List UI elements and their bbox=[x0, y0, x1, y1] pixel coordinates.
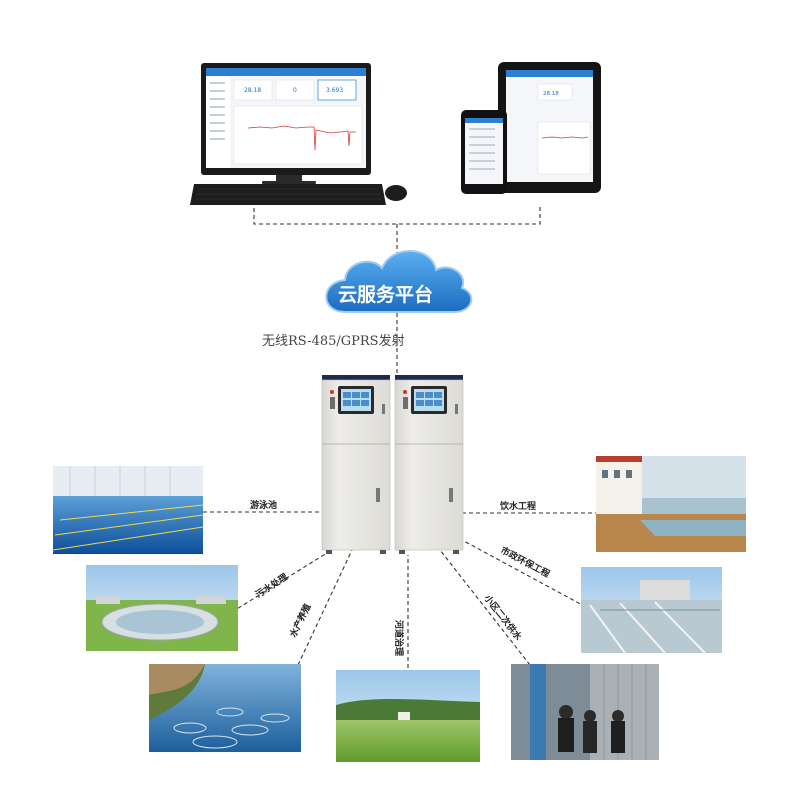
monitor-neck bbox=[276, 175, 302, 181]
keyboard bbox=[190, 184, 386, 205]
transmission-label: 无线RS-485/GPRS发射 bbox=[262, 333, 405, 349]
cabinet-right-handle-lower bbox=[449, 488, 453, 502]
line-sewage bbox=[231, 547, 336, 613]
keyboard-keys bbox=[196, 188, 381, 200]
mobile-devices: 28.18 bbox=[461, 62, 601, 194]
desktop-computer: 28.18 0 3.693 bbox=[190, 63, 407, 205]
screen-header-bar bbox=[206, 68, 366, 76]
label-swimming-pool: 游泳池 bbox=[250, 499, 277, 511]
photo-municipal-plant bbox=[581, 567, 722, 654]
tablet-chart-line bbox=[541, 136, 589, 139]
value-card-1 bbox=[233, 79, 273, 101]
line-secondary-supply bbox=[439, 549, 531, 666]
mouse bbox=[385, 185, 407, 201]
photo-drinking-water bbox=[596, 456, 746, 552]
screen-chart-line bbox=[247, 125, 356, 151]
label-drinking-water-project: 饮水工程 bbox=[499, 500, 536, 512]
phone-screen bbox=[465, 118, 503, 184]
cabinet-right-lock bbox=[403, 397, 408, 409]
cloud-platform: 云服务平台 bbox=[325, 250, 473, 313]
value-card-3 bbox=[317, 79, 357, 101]
cloud-label: 云服务平台 bbox=[338, 283, 433, 306]
monitor-base bbox=[262, 181, 316, 184]
tablet-value: 28.18 bbox=[543, 91, 559, 97]
line-municipal bbox=[461, 539, 587, 608]
cabinet-left-handle-upper bbox=[382, 404, 385, 414]
screen-sidebar-items bbox=[210, 82, 225, 140]
line-aquaculture bbox=[297, 549, 353, 666]
photo-aquaculture bbox=[149, 664, 301, 752]
cloud-icon bbox=[325, 250, 473, 313]
photo-secondary-water-supply bbox=[511, 664, 659, 760]
cabinet-right-top bbox=[395, 375, 463, 380]
cabinet-left-handle-lower bbox=[376, 488, 380, 502]
screen-chart-panel bbox=[233, 105, 363, 165]
screen-value-2: 0 bbox=[293, 87, 297, 94]
photo-swimming-pool bbox=[52, 466, 204, 554]
tablet-header bbox=[506, 70, 593, 77]
label-sewage-treatment: 污水处理 bbox=[253, 571, 290, 601]
tablet-card bbox=[537, 83, 573, 101]
cabinet-right-handle-upper bbox=[455, 404, 458, 414]
screen-value-1: 28.18 bbox=[244, 87, 261, 94]
photo-river bbox=[336, 670, 480, 762]
connection-lines bbox=[203, 205, 598, 668]
photo-sewage-treatment bbox=[86, 565, 238, 651]
label-river-treatment: 河道治理 bbox=[393, 620, 405, 656]
cabinet-left-lock bbox=[330, 397, 335, 409]
screen-value-3: 3.693 bbox=[326, 87, 343, 94]
analyzer-cabinet-left bbox=[321, 375, 391, 554]
tablet-chart bbox=[537, 121, 591, 175]
label-secondary-water-supply: 小区二次供水 bbox=[481, 592, 525, 644]
value-card-2 bbox=[275, 79, 315, 101]
phone-list bbox=[469, 128, 495, 170]
analyzer-cabinet-right bbox=[394, 375, 464, 554]
label-aquaculture: 水产养殖 bbox=[287, 602, 314, 640]
cabinet-left-top bbox=[322, 375, 390, 380]
label-municipal-pipe-network: 市政环保工程 bbox=[499, 544, 552, 580]
phone-header bbox=[465, 118, 503, 123]
top-bus-line bbox=[253, 205, 541, 225]
